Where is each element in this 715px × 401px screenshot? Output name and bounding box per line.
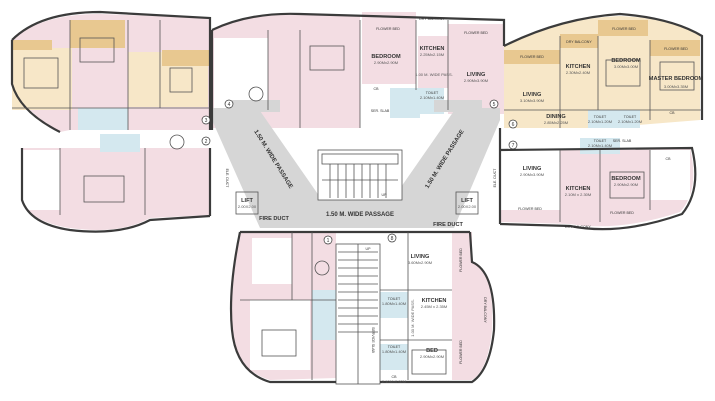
kitchen-pass-label: 1.00 M. WIDE PASS. — [415, 72, 453, 77]
fire-duct-left-label: FIRE DUCT — [259, 216, 289, 222]
rb-bedroom-label: BEDROOM — [611, 176, 641, 182]
rb-flower-bed-2-label: FLOWER BED — [610, 211, 634, 215]
rt-living-label: LIVING — [523, 92, 542, 98]
rb-bedroom-dim: 2.90Mx2.90M — [614, 182, 638, 187]
rt-living-dim: 3.10Mx3.90M — [520, 98, 544, 103]
b-kitchen-label: KITCHEN — [422, 298, 447, 304]
rt-bedroom-label: BEDROOM — [611, 58, 641, 64]
lift-right-dim: 2.00X2.00 — [458, 204, 477, 209]
lift-left-dim: 2.00X2.00 — [238, 204, 257, 209]
b-living-dim: 3.60Mx2.90M — [408, 260, 432, 265]
flat-bottom-left — [231, 232, 336, 380]
b-toilet-dim: 1.80Mx1.40M — [382, 301, 406, 306]
rt-flower-bed-label: FLOWER BED — [520, 55, 544, 59]
b-dry-balcony-label: DRY BALCONY — [483, 297, 487, 323]
rt-toilet-dim: 2.10Mx1.20M — [588, 119, 612, 124]
rt-kitchen-dim: 2.30Mx2.40M — [566, 70, 590, 75]
top-kitchen-label: KITCHEN — [420, 46, 445, 52]
corridor — [212, 100, 500, 228]
rt-flower-bed-3-label: FLOWER BED — [664, 47, 688, 51]
top-cb-label: CB — [374, 87, 380, 91]
rb-ser-slab-label: SER. SLAB — [613, 139, 632, 143]
b-flower-bed-label: FLOWER BED — [459, 248, 463, 272]
b-kitchen-dim: 2.45M x 2.35M — [421, 304, 447, 309]
rb-dry-balcony-label: DRY BALCONY — [565, 225, 591, 229]
rt-dining-dim: 2.85Mx2.25M — [544, 120, 568, 125]
lift-left-box — [235, 191, 259, 215]
flat-right-top — [504, 16, 700, 128]
flat-left-bottom — [20, 134, 210, 231]
bottom-pass-label: 1.00 M. WIDE PASS. — [410, 299, 415, 337]
rb-flower-bed-label: FLOWER BED — [518, 207, 542, 211]
top-kitchen-dim: 2.25Mx2.15M — [420, 52, 444, 57]
rt-toilet2-label: TOILET — [624, 115, 637, 119]
b-living-label: LIVING — [411, 254, 430, 260]
rt-toilet-label: TOILET — [594, 115, 607, 119]
rt-cb-label: CB — [670, 111, 676, 115]
rt-flower-bed-2-label: FLOWER BED — [612, 27, 636, 31]
b-toilet2-dim: 1.80Mx1.40M — [382, 349, 406, 354]
fire-duct-right-label: FIRE DUCT — [433, 222, 463, 228]
top-ser-slab-label: SER. SLAB — [371, 109, 390, 113]
ele-duct-right-label: ELE. DUCT — [493, 168, 497, 188]
staircase-center — [317, 149, 403, 201]
flat-number-2: 2 — [205, 139, 208, 145]
b-toilet-label: TOILET — [388, 297, 401, 301]
rt-toilet2-dim: 2.10Mx1.20M — [618, 119, 642, 124]
furniture — [23, 37, 695, 375]
top-toilet-dim: 2.10Mx1.40M — [420, 95, 444, 100]
rb-cb-label: CB — [666, 157, 672, 161]
lift-left-label: LIFT — [241, 198, 253, 204]
flat-number-markers: 1 2 3 4 5 6 7 8 — [201, 99, 518, 245]
lift-right-label: LIFT — [461, 198, 473, 204]
staircase-bottom — [335, 243, 381, 385]
rb-toilet-label: TOILET — [594, 139, 607, 143]
flat-bottom-right — [380, 232, 493, 380]
b-toilet2-label: TOILET — [388, 345, 401, 349]
top-bedroom-dim: 2.90Mx2.90M — [374, 60, 398, 65]
rt-bedroom-dim: 3.00Mx3.00M — [614, 64, 638, 69]
top-flower-bed-label: FLOWER BED — [376, 27, 400, 31]
b-flower-bed-2-label: FLOWER BED — [459, 340, 463, 364]
outer-walls — [10, 10, 704, 384]
top-flower-bed-2-label: FLOWER BED — [464, 31, 488, 35]
top-dry-balcony-label: DRY BALCONY — [419, 17, 445, 21]
flat-number-3: 3 — [205, 118, 208, 124]
flat-number-6: 6 — [512, 122, 515, 128]
rt-kitchen-label: KITCHEN — [566, 64, 591, 70]
top-living-dim: 2.90Mx3.90M — [464, 78, 488, 83]
stair-up-label-bottom: UP — [366, 247, 372, 251]
top-toilet-label: TOILET — [426, 91, 439, 95]
b-bed-label: BED — [426, 348, 438, 354]
rb-toilet-dim: 2.10Mx1.40M — [588, 143, 612, 148]
service-slab-label: SERVICE SLAB — [371, 327, 375, 354]
flat-number-1: 1 — [327, 238, 330, 244]
b-cb-label: CB — [392, 375, 398, 379]
rb-living-label: LIVING — [523, 166, 542, 172]
interior-walls — [12, 20, 702, 380]
flat-number-7: 7 — [512, 143, 515, 149]
flat-right-bottom — [500, 138, 694, 227]
top-bedroom-label: BEDROOM — [371, 54, 401, 60]
stair-up-label: UP — [382, 193, 388, 197]
flat-number-8: 8 — [391, 236, 394, 242]
rt-master-dim: 3.00Mx3.35M — [664, 84, 688, 89]
b-cb-dim: 2.10Mx0.60M — [382, 379, 406, 384]
passage-center-label: 1.50 M. WIDE PASSAGE — [326, 212, 394, 218]
rb-kitchen-label: KITCHEN — [566, 186, 591, 192]
rt-dining-label: DINING — [546, 114, 566, 120]
ele-duct-left-label: ELE. DUCT — [225, 169, 229, 189]
flat-number-4: 4 — [228, 102, 231, 108]
top-living-label: LIVING — [467, 72, 486, 78]
rb-living-dim: 2.90Mx3.90M — [520, 172, 544, 177]
rt-master-label: MASTER BEDROOM — [649, 76, 704, 82]
flat-number-5: 5 — [493, 102, 496, 108]
b-bed-dim: 2.90Mx2.90M — [420, 354, 444, 359]
lift-right-box — [455, 191, 479, 215]
rb-kitchen-dim: 2.10M x 2.30M — [565, 192, 591, 197]
flat-left-top — [12, 14, 210, 132]
rt-dry-balcony-label: DRY BALCONY — [566, 40, 592, 44]
